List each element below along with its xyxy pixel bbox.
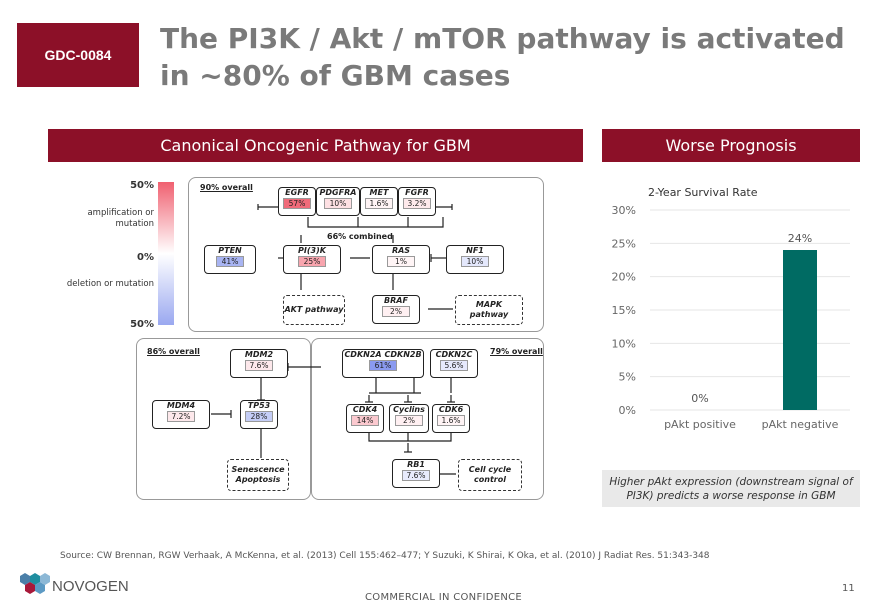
value-pdgfra: 10% — [324, 198, 352, 209]
y-tick-label: 25% — [612, 237, 636, 250]
node-cell-cycle-control: Cell cycle control — [458, 459, 522, 491]
y-tick-label: 5% — [619, 371, 636, 384]
node-braf: BRAF 2% — [372, 295, 420, 324]
node-mdm2: MDM2 7.6% — [230, 349, 288, 378]
value-cyclins: 2% — [395, 415, 423, 426]
legend: 50% amplification or mutation 0% deletio… — [67, 180, 180, 330]
value-ras: 1% — [387, 256, 415, 267]
label-cdkn2a: CDKN2A — [344, 350, 382, 359]
group3-label: 79% overall — [490, 347, 543, 356]
chart-title: 2-Year Survival Rate — [648, 186, 758, 199]
value-rb1: 7.6% — [402, 470, 430, 481]
x-category-label: pAkt negative — [762, 418, 839, 431]
node-fgfr: FGFR 3.2% — [398, 187, 436, 216]
y-tick-label: 0% — [619, 404, 636, 417]
node-rb1: RB1 7.6% — [392, 459, 440, 488]
y-tick-label: 15% — [612, 304, 636, 317]
slide-tag: GDC-0084 — [17, 23, 139, 87]
value-pten: 41% — [216, 256, 244, 267]
node-mdm4: MDM4 7.2% — [152, 400, 210, 429]
node-pi3k: PI(3)K 25% — [283, 245, 341, 274]
chart-svg: 0% 5% 10% 15% 20% 25% 30% 0% pAkt positive 24% pAk… — [612, 204, 850, 431]
value-cdk4: 14% — [351, 415, 379, 426]
node-cdkn2a-cdkn2b: CDKN2A CDKN2B 61% — [342, 349, 424, 378]
legend-gradient — [158, 182, 174, 325]
legend-mid-label: 0% — [137, 252, 154, 263]
chart-caption: Higher pAkt expression (downstream signa… — [602, 470, 860, 507]
combined-label: 66% combined — [327, 232, 393, 241]
data-label: 24% — [788, 232, 812, 245]
value-egfr: 57% — [283, 198, 311, 209]
value-cdkn2ab: 61% — [369, 360, 397, 371]
node-pten: PTEN 41% — [204, 245, 256, 274]
value-met: 1.6% — [365, 198, 393, 209]
node-senescence-apoptosis: Senescence Apoptosis — [227, 459, 289, 491]
legend-bottom-label: 50% — [130, 319, 154, 330]
node-cdk6: CDK6 1.6% — [432, 404, 470, 433]
bar-pakt-negative — [783, 250, 817, 410]
node-nf1: NF1 10% — [446, 245, 504, 274]
data-label: 0% — [691, 392, 708, 405]
y-tick-label: 10% — [612, 337, 636, 350]
node-egfr: EGFR 57% — [278, 187, 316, 216]
x-category-label: pAkt positive — [664, 418, 736, 431]
node-cdk4: CDK4 14% — [346, 404, 384, 433]
legend-amp-label: amplification or mutation — [87, 208, 154, 229]
node-mapk-pathway: MAPK pathway — [455, 295, 523, 325]
right-section-header: Worse Prognosis — [602, 129, 860, 162]
value-mdm4: 7.2% — [167, 411, 195, 422]
value-fgfr: 3.2% — [403, 198, 431, 209]
node-met: MET 1.6% — [360, 187, 398, 216]
node-ras: RAS 1% — [372, 245, 430, 274]
source-citation: Source: CW Brennan, RGW Verhaak, A McKen… — [60, 551, 710, 561]
group2-label: 86% overall — [147, 347, 200, 356]
label-cdkn2b: CDKN2B — [384, 350, 422, 359]
slide-title: The PI3K / Akt / mTOR pathway is activat… — [160, 22, 845, 92]
node-cyclins: Cyclins 2% — [389, 404, 429, 433]
y-tick-label: 20% — [612, 271, 636, 284]
node-pdgfra: PDGFRA 10% — [316, 187, 360, 216]
value-tp53: 28% — [245, 411, 273, 422]
value-cdkn2c: 5.6% — [440, 360, 468, 371]
node-akt-pathway: AKT pathway — [283, 295, 345, 325]
value-nf1: 10% — [461, 256, 489, 267]
left-section-header: Canonical Oncogenic Pathway for GBM — [48, 129, 583, 162]
value-mdm2: 7.6% — [245, 360, 273, 371]
value-braf: 2% — [382, 306, 410, 317]
page-number: 11 — [842, 583, 855, 594]
logo-text: NOVOGEN — [52, 578, 129, 595]
node-cdkn2c: CDKN2C 5.6% — [430, 349, 478, 378]
group1-label: 90% overall — [200, 183, 253, 192]
legend-top-label: 50% — [130, 180, 154, 191]
y-tick-label: 30% — [612, 204, 636, 217]
value-cdk6: 1.6% — [437, 415, 465, 426]
legend-del-label: deletion or mutation — [66, 279, 154, 289]
footer-confidential: COMMERCIAL IN CONFIDENCE — [365, 592, 523, 603]
novogen-logo-icon — [20, 573, 50, 594]
node-tp53: TP53 28% — [240, 400, 278, 429]
value-pi3k: 25% — [298, 256, 326, 267]
bar-chart: 0% 5% 10% 15% 20% 25% 30% 0% pAkt positive 24% pAk… — [600, 195, 860, 445]
